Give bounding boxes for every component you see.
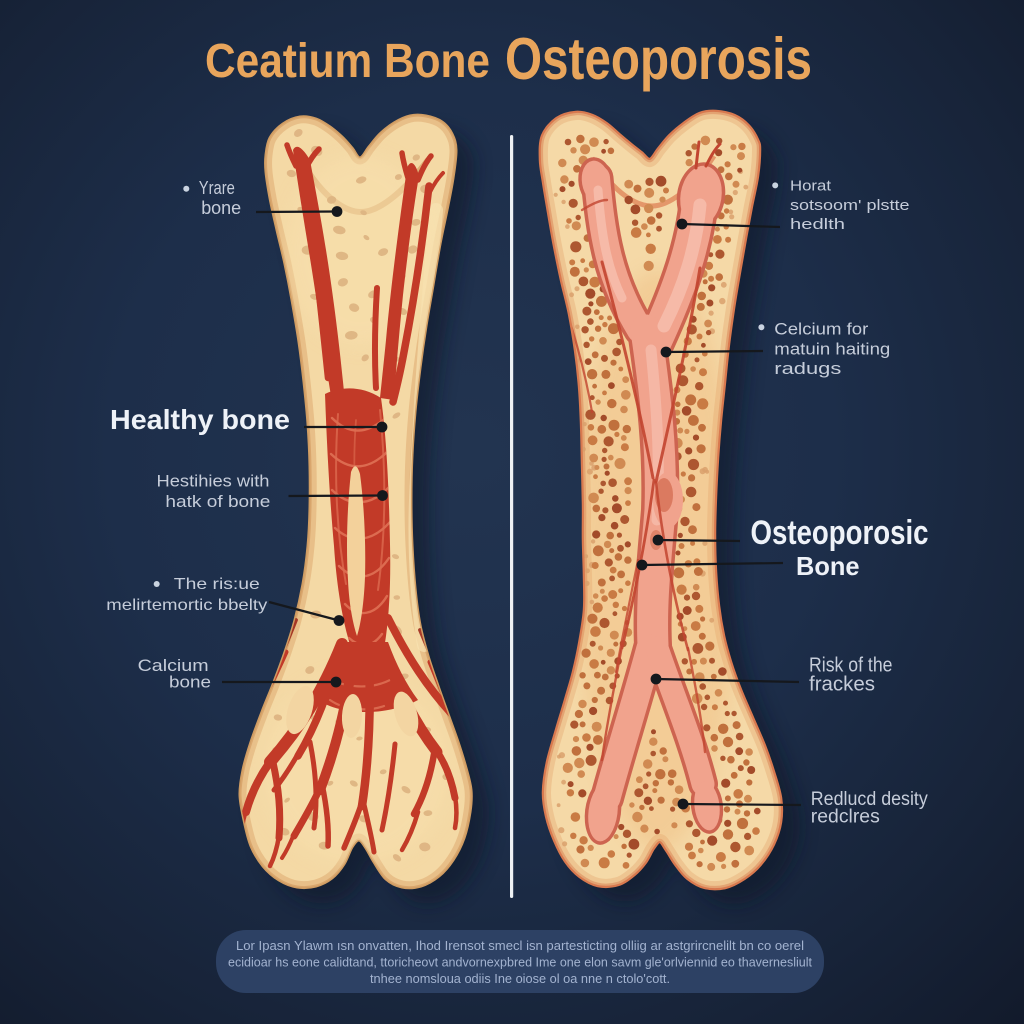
svg-text:bone: bone <box>169 673 211 692</box>
svg-text:Risk of the: Risk of the <box>809 655 893 677</box>
svg-text:redclres: redclres <box>811 807 880 828</box>
svg-text:frackes: frackes <box>809 674 875 696</box>
svg-text:matuin haiting: matuin haiting <box>774 340 890 359</box>
svg-text:Celcium for: Celcium for <box>774 319 868 338</box>
svg-text:Ceatium Bone: Ceatium Bone <box>205 35 490 88</box>
svg-text:ecidioar hs eone calidtand, tt: ecidioar hs eone calidtand, ttoricheovt … <box>228 956 813 970</box>
svg-text:tnhee nomsloua odiis Ine oiose: tnhee nomsloua odiis Ine oiose ol oa nne… <box>370 972 670 986</box>
svg-text:Horat: Horat <box>790 177 832 194</box>
svg-text:melirtemortic bbelty: melirtemortic bbelty <box>106 597 267 614</box>
svg-text:Bone: Bone <box>796 551 860 581</box>
svg-text:Healthy bone: Healthy bone <box>110 404 290 435</box>
svg-text:Osteoporosic: Osteoporosic <box>751 514 929 552</box>
svg-text:Calcium: Calcium <box>138 656 209 675</box>
svg-text:sotsoom' plstte: sotsoom' plstte <box>790 197 910 214</box>
svg-text:Osteoporosis: Osteoporosis <box>505 26 812 92</box>
svg-text:The ris:ue: The ris:ue <box>174 576 260 593</box>
svg-text:Lor Ipasn Ylawm ısn onvatten,: Lor Ipasn Ylawm ısn onvatten, Ihod Irens… <box>236 939 804 953</box>
svg-text:Redlucd desity: Redlucd desity <box>811 789 928 810</box>
svg-text:hatk of bone: hatk of bone <box>165 492 270 511</box>
svg-text:hedlth: hedlth <box>790 216 845 233</box>
svg-text:Yrare: Yrare <box>199 178 235 198</box>
svg-text:Hestihies with: Hestihies with <box>157 472 270 491</box>
svg-text:bone: bone <box>201 198 241 218</box>
svg-text:radugs: radugs <box>774 359 841 378</box>
